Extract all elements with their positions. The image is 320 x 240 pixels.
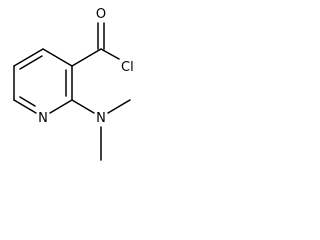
atom-label-oxygen: O bbox=[96, 7, 106, 22]
bond-carbonyl-chlorine bbox=[100, 48, 120, 60]
ring-bond-c4-c5-inner bbox=[19, 55, 43, 70]
bond-amine-methyl-right bbox=[107, 99, 131, 114]
ring-bond-c4-c5 bbox=[13, 48, 44, 67]
ring-bond-c3-c4 bbox=[42, 48, 73, 67]
atom-label-amine-nitrogen: N bbox=[96, 111, 106, 126]
atom-label-chlorine: Cl bbox=[121, 60, 134, 75]
bond-c2-amine bbox=[71, 99, 95, 114]
ring-bond-c6-n1 bbox=[13, 99, 37, 114]
bond-c3-carbonyl bbox=[71, 48, 102, 67]
ring-bond-c6-n1-inner bbox=[19, 96, 36, 107]
chemical-structure: O Cl N N bbox=[13, 7, 134, 161]
atom-label-ring-nitrogen: N bbox=[38, 111, 48, 126]
ring-bond-n1-c2 bbox=[49, 99, 73, 114]
